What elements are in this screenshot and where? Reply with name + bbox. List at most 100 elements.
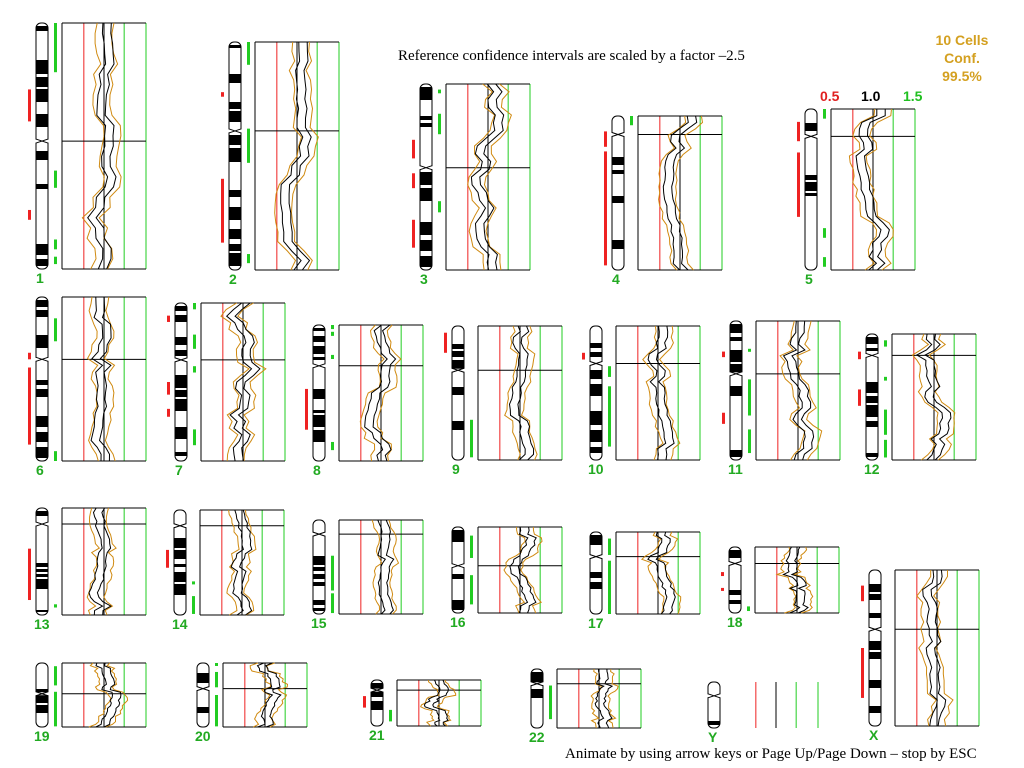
confidence-curve-lower: [467, 83, 496, 271]
chromosome-label-22: 22: [529, 729, 545, 745]
confidence-curve-lower: [779, 320, 806, 461]
profile-curve: [88, 507, 104, 616]
profile-curve: [509, 526, 529, 614]
loss-bar: [412, 173, 415, 189]
ideogram-band: [866, 348, 878, 351]
gain-bar: [247, 128, 250, 163]
gain-bar: [438, 89, 441, 94]
profile-curve: [432, 679, 449, 727]
ideogram-outline: [611, 115, 625, 271]
ideogram-band: [420, 116, 432, 120]
confidence-curve-upper: [933, 570, 954, 727]
confidence-curve-lower: [775, 546, 797, 614]
chromosome-panel-14: [166, 509, 285, 616]
ideogram-band: [866, 421, 878, 427]
confidence-curve-upper: [483, 83, 512, 271]
ideogram-band: [174, 584, 186, 595]
profile-curve: [95, 662, 114, 728]
loss-bar: [721, 587, 724, 591]
ideogram-band: [175, 306, 187, 311]
ideogram-band: [36, 574, 48, 577]
profile-curve: [87, 22, 109, 270]
profile-curve: [662, 115, 689, 271]
ideogram-band: [869, 584, 881, 592]
chromosome-panel-18: [721, 546, 840, 614]
ideogram-band: [531, 672, 543, 684]
profile-curve: [470, 83, 496, 271]
loss-bar: [722, 412, 725, 424]
profile-curve: [855, 109, 882, 271]
ideogram-band: [313, 415, 325, 427]
ideogram-band: [729, 600, 741, 604]
chromosome-label-2: 2: [229, 271, 237, 287]
profile-12: [891, 333, 977, 461]
ideogram-7: [174, 302, 188, 462]
ideogram-band: [36, 310, 48, 317]
profile-curve: [647, 325, 667, 461]
centromere-mark: [35, 691, 49, 697]
ideogram-band: [229, 135, 241, 145]
ideogram-band: [229, 45, 241, 48]
confidence-curve-upper: [290, 41, 319, 271]
scale-label-high: 1.5: [903, 88, 923, 104]
chromosome-label-13: 13: [34, 616, 50, 632]
centromere-mark: [611, 132, 625, 137]
ideogram-band: [452, 360, 464, 370]
loss-bar: [604, 131, 607, 147]
gain-bar: [331, 593, 334, 614]
ideogram-band: [805, 193, 817, 196]
centromere-mark: [589, 554, 603, 560]
ideogram-band: [590, 370, 602, 379]
confidence-curve-lower: [504, 325, 521, 461]
ideogram-band: [197, 707, 209, 713]
chromosome-label-1: 1: [36, 270, 44, 286]
ideogram-band: [452, 600, 464, 610]
profile-21: [396, 679, 482, 727]
gain-bar: [54, 170, 57, 188]
gain-bar: [823, 228, 826, 238]
confidence-curve-lower: [590, 668, 602, 729]
profile-5: [830, 108, 916, 271]
confidence-curve-upper: [792, 546, 814, 614]
ideogram-band: [174, 538, 186, 548]
profile-y: [755, 682, 819, 728]
gain-bar: [193, 366, 196, 373]
centromere-mark: [589, 361, 603, 366]
profile-curve: [782, 320, 806, 461]
confidence-curve-upper: [266, 662, 289, 728]
ideogram-band: [420, 256, 432, 267]
gain-bar: [215, 695, 218, 727]
ideogram-band: [869, 706, 881, 713]
ideogram-3: [419, 83, 433, 271]
ideogram-band: [174, 550, 186, 559]
gain-bar: [748, 429, 751, 454]
legend-line-percent: 99.5%: [942, 68, 982, 84]
profile-curve: [280, 41, 304, 271]
confidence-curve-lower: [220, 302, 250, 462]
ideogram-band: [420, 172, 432, 185]
ideogram-band: [175, 375, 187, 388]
profile-x: [894, 569, 980, 727]
gain-bar: [438, 113, 441, 135]
chromosome-label-9: 9: [452, 461, 460, 477]
profile-curve: [364, 324, 388, 462]
chromosome-label-5: 5: [805, 271, 813, 287]
profile-curve: [225, 302, 253, 462]
chromosome-panel-12: [858, 333, 977, 461]
ideogram-1: [35, 22, 49, 270]
page-caption: Reference confidence intervals are scale…: [398, 48, 745, 64]
ideogram-band: [805, 123, 817, 131]
loss-bar: [28, 89, 31, 122]
ideogram-band: [36, 511, 48, 516]
ideogram-band: [866, 453, 878, 457]
ideogram-band: [36, 89, 48, 102]
confidence-curve-upper: [657, 531, 682, 615]
confidence-curve-lower: [848, 108, 878, 271]
ideogram-band: [36, 244, 48, 255]
confidence-curve-upper: [928, 333, 956, 461]
ideogram-outline: [707, 681, 721, 729]
loss-bar: [363, 696, 366, 708]
chromosome-label-y: Y: [708, 729, 718, 745]
gain-bar: [470, 575, 473, 605]
ideogram-band: [229, 244, 241, 251]
